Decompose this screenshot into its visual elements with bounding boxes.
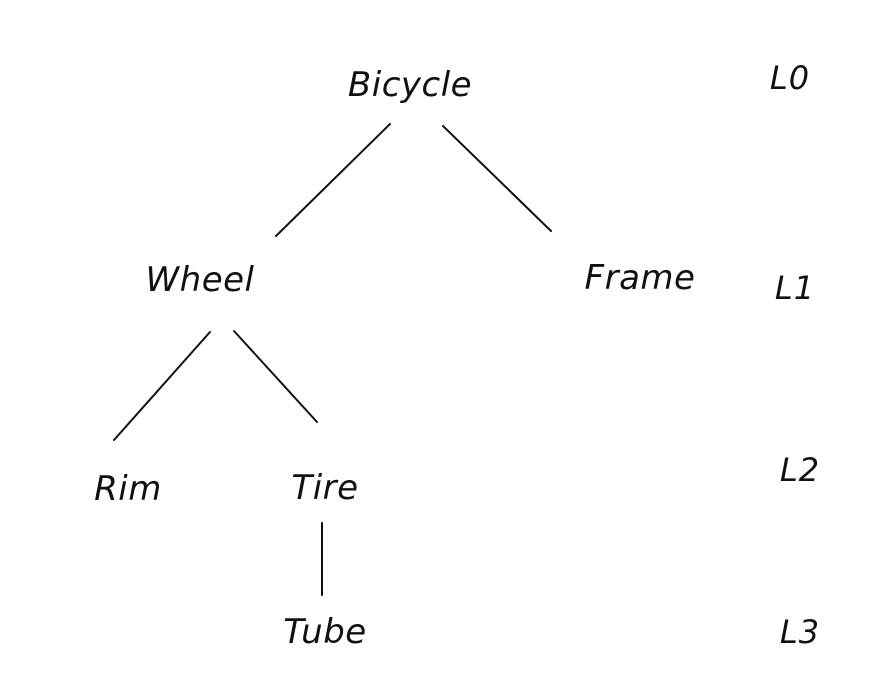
node-wheel[interactable]: Wheel: [145, 260, 255, 300]
node-tube[interactable]: Tube: [283, 612, 367, 652]
edge-group: [113, 123, 552, 596]
node-bicycle[interactable]: Bicycle: [347, 65, 473, 105]
node-rim[interactable]: Rim: [94, 469, 162, 509]
edge-bicycle-wheel: [275, 123, 391, 237]
node-tire[interactable]: Tire: [291, 468, 359, 508]
level-label-l3: L3: [779, 613, 821, 651]
node-frame[interactable]: Frame: [584, 258, 696, 298]
edge-bicycle-frame: [442, 125, 552, 232]
edge-wheel-tire: [233, 330, 318, 423]
edge-wheel-rim: [113, 331, 211, 441]
level-label-l2: L2: [779, 451, 821, 489]
level-label-l1: L1: [774, 269, 816, 307]
level-label-l0: L0: [769, 59, 811, 97]
